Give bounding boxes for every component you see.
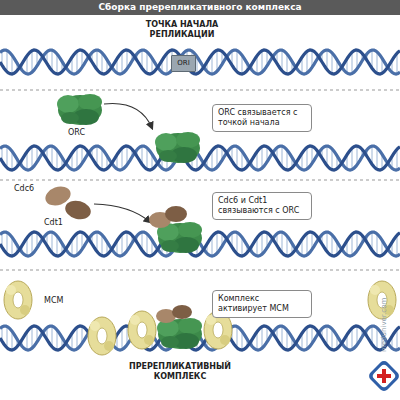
protein-label: ORC [68,128,98,138]
complex-label: ПРЕРЕПЛИКАТИВНЫЙ КОМПЛЕКС [110,362,250,381]
origin-label: ТОЧКА НАЧАЛА РЕПЛИКАЦИИ [122,20,242,39]
box-text: Cdc6 и Cdt1 связываются с ORC [218,196,306,216]
protein-label: Cdc6 [14,184,44,194]
protein-label: Cdt1 [44,218,74,228]
step-box: Комплекс активирует MCM [212,290,312,318]
box-text: Комплекс активирует MCM [218,294,306,314]
protein-label: MCM [44,296,74,306]
box-text: ORI [177,59,189,68]
step-box: ORC связывается с точкой начала [212,104,312,132]
title-band: Сборка пререпликативного комплекса [0,0,400,15]
origin-box: ORI [171,55,196,72]
box-text: ORC связывается с точкой начала [218,108,306,128]
title: Сборка пререпликативного комплекса [0,0,400,15]
watermark: meduniver.com [380,298,388,352]
step-box: Cdc6 и Cdt1 связываются с ORC [212,192,312,220]
